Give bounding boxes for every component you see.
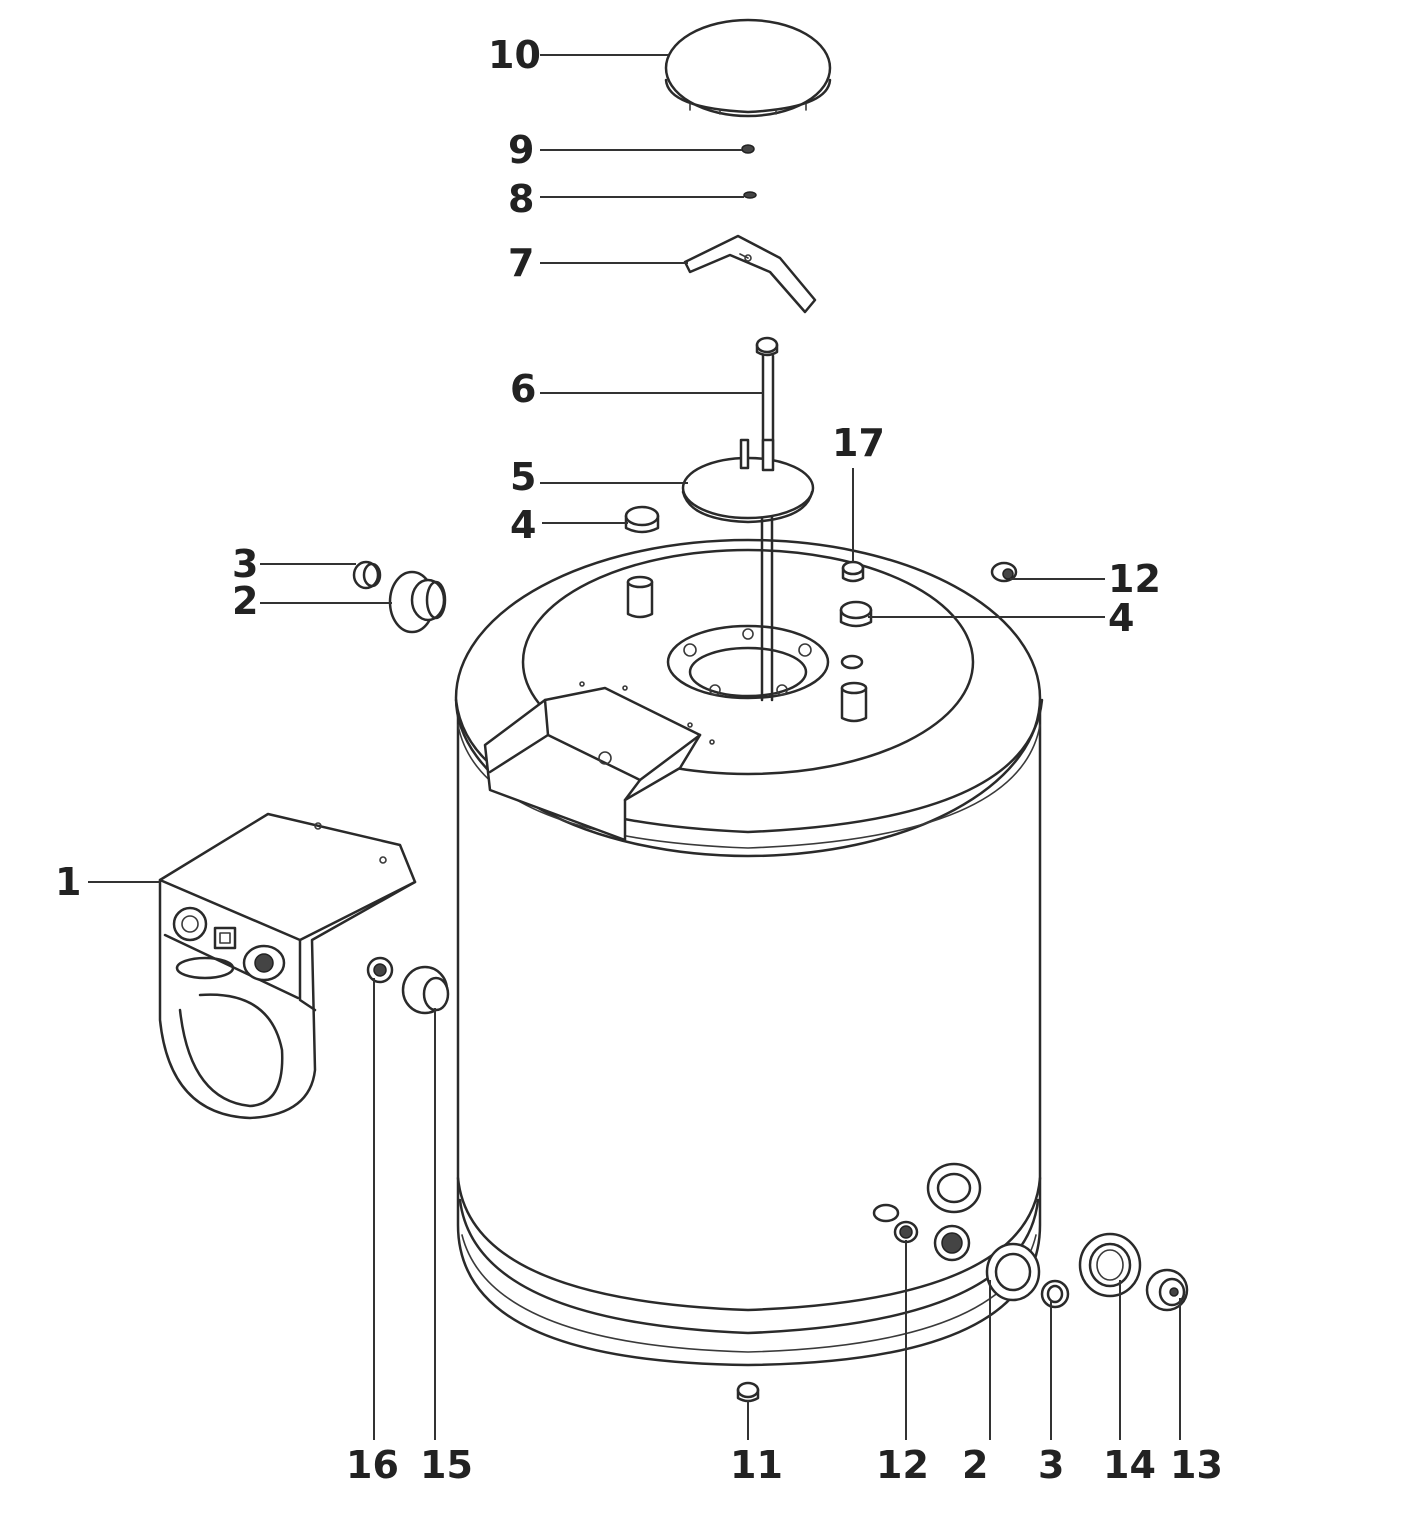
part-15-boss bbox=[401, 965, 450, 1015]
callout-11: 11 bbox=[730, 1443, 783, 1487]
callout-6: 6 bbox=[510, 367, 536, 411]
part-4-plug-upper bbox=[624, 505, 660, 534]
part-8-screw bbox=[743, 191, 757, 199]
callout-14: 14 bbox=[1103, 1443, 1156, 1487]
part-5-flange-plate bbox=[681, 438, 815, 524]
part-3-plug-right bbox=[1040, 1279, 1070, 1309]
part-16-plug bbox=[366, 956, 394, 984]
part-1-terminal-cover bbox=[158, 812, 417, 1120]
callout-2-left: 2 bbox=[232, 579, 258, 623]
callout-5: 5 bbox=[510, 455, 536, 499]
part-2-boss-left bbox=[388, 570, 447, 634]
callout-labels: 10 9 8 7 6 17 5 4 3 12 2 4 1 16 15 11 12… bbox=[55, 33, 1223, 1487]
callout-2-right: 2 bbox=[962, 1443, 988, 1487]
callout-15: 15 bbox=[420, 1443, 473, 1487]
part-2-washer-right bbox=[985, 1242, 1041, 1302]
callout-9: 9 bbox=[508, 128, 534, 172]
callout-12-upper: 12 bbox=[1108, 557, 1161, 601]
callout-8: 8 bbox=[508, 177, 534, 221]
callout-1: 1 bbox=[55, 860, 81, 904]
callout-12-lower: 12 bbox=[876, 1443, 929, 1487]
callout-4-lower: 4 bbox=[1108, 596, 1134, 640]
cylinder-tank bbox=[454, 508, 1044, 1403]
part-10-top-cap bbox=[664, 18, 832, 118]
callout-7: 7 bbox=[508, 241, 534, 285]
callout-13: 13 bbox=[1170, 1443, 1223, 1487]
callout-16: 16 bbox=[346, 1443, 399, 1487]
part-9-screw bbox=[741, 144, 755, 154]
callout-4-upper: 4 bbox=[510, 503, 536, 547]
part-3-plug-left bbox=[352, 560, 382, 590]
callout-3-right: 3 bbox=[1038, 1443, 1064, 1487]
callout-3-left: 3 bbox=[232, 542, 258, 586]
part-13-cap-nut bbox=[1145, 1268, 1189, 1312]
leader-lines bbox=[88, 54, 1181, 1440]
callout-10: 10 bbox=[488, 33, 541, 77]
part-14-gasket bbox=[1078, 1232, 1142, 1298]
part-7-bracket bbox=[683, 234, 817, 314]
callout-17: 17 bbox=[832, 421, 885, 465]
